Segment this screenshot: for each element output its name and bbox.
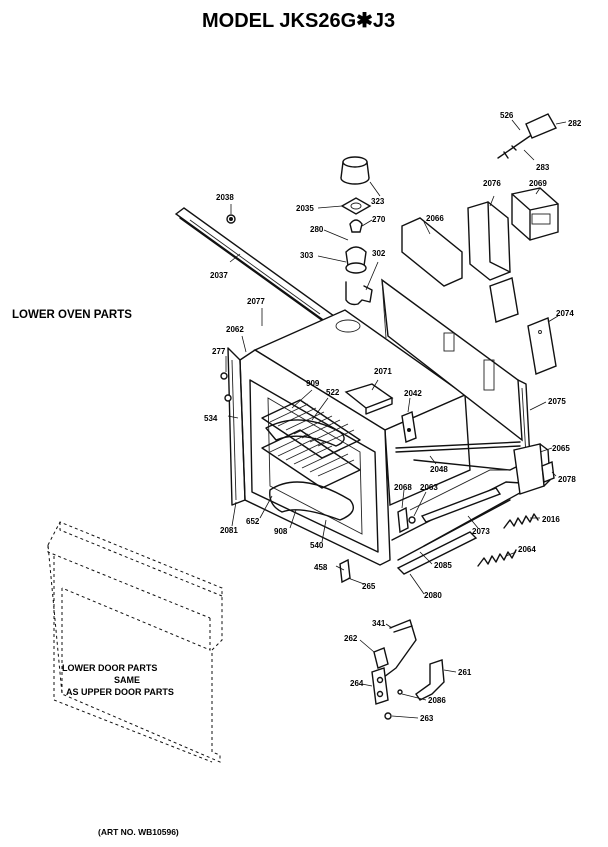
clip-270 bbox=[349, 219, 363, 233]
callout-2066: 2066 bbox=[426, 214, 444, 223]
duct-2076 bbox=[467, 201, 519, 323]
door-note-line-2: SAME bbox=[114, 675, 140, 685]
callout-264: 264 bbox=[350, 679, 364, 688]
latch-lever-341 bbox=[379, 619, 417, 681]
callout-534: 534 bbox=[204, 414, 218, 423]
callout-2062: 2062 bbox=[226, 325, 244, 334]
latch-2068-2063 bbox=[397, 506, 416, 534]
diagram-title: MODEL JKS26G✱J3 bbox=[202, 10, 395, 32]
callout-280: 280 bbox=[310, 225, 324, 234]
callout-341: 341 bbox=[372, 619, 386, 628]
channel-2073 bbox=[420, 487, 502, 523]
door-note-line-1: LOWER DOOR PARTS bbox=[62, 663, 157, 673]
callout-2064: 2064 bbox=[518, 545, 536, 554]
callout-2073: 2073 bbox=[472, 527, 490, 536]
bake-element-540 bbox=[269, 481, 354, 521]
clip-265 bbox=[339, 558, 351, 584]
spring-2016 bbox=[503, 513, 539, 529]
callout-265: 265 bbox=[362, 582, 376, 591]
sensor-280-303 bbox=[345, 246, 367, 274]
callout-277: 277 bbox=[212, 347, 226, 356]
door-note-line-3: AS UPPER DOOR PARTS bbox=[66, 687, 174, 697]
callout-2076: 2076 bbox=[483, 179, 501, 188]
vent-cap-323 bbox=[340, 156, 370, 185]
callout-2065: 2065 bbox=[552, 444, 570, 453]
latch-body-262-264 bbox=[371, 647, 389, 705]
lower-door-panel bbox=[47, 521, 223, 763]
callout-2063: 2063 bbox=[420, 483, 438, 492]
callout-2068: 2068 bbox=[394, 483, 412, 492]
screw-263 bbox=[384, 689, 403, 720]
section-label: LOWER OVEN PARTS bbox=[12, 309, 132, 321]
bracket-2042 bbox=[401, 411, 417, 443]
callout-2085: 2085 bbox=[434, 561, 452, 570]
callout-323: 323 bbox=[371, 197, 385, 206]
bracket-2069 bbox=[511, 187, 559, 241]
rail-2080 bbox=[396, 531, 478, 575]
callout-2074: 2074 bbox=[556, 309, 574, 318]
callout-2086: 2086 bbox=[428, 696, 446, 705]
callout-2077: 2077 bbox=[247, 297, 265, 306]
screw-2038 bbox=[226, 214, 236, 224]
callout-2080: 2080 bbox=[424, 591, 442, 600]
igniter-282 bbox=[497, 113, 558, 159]
callout-2037: 2037 bbox=[210, 271, 228, 280]
insulation-2066-top bbox=[401, 217, 463, 287]
callout-2071: 2071 bbox=[374, 367, 392, 376]
spring-2064 bbox=[477, 549, 517, 567]
callout-2016: 2016 bbox=[542, 515, 560, 524]
callout-2081: 2081 bbox=[220, 526, 238, 535]
callout-2069: 2069 bbox=[529, 179, 547, 188]
callout-522: 522 bbox=[326, 388, 340, 397]
callout-261: 261 bbox=[458, 668, 472, 677]
latch-261 bbox=[415, 659, 445, 701]
leader-lines bbox=[225, 119, 567, 719]
callout-262: 262 bbox=[344, 634, 358, 643]
callout-2048: 2048 bbox=[430, 465, 448, 474]
oven-rack-lower bbox=[261, 429, 361, 489]
callout-526: 526 bbox=[500, 111, 514, 120]
broil-element-909 bbox=[265, 419, 345, 447]
callout-270: 270 bbox=[372, 215, 386, 224]
callout-283: 283 bbox=[536, 163, 550, 172]
callout-652: 652 bbox=[246, 517, 260, 526]
callout-263: 263 bbox=[420, 714, 434, 723]
callout-909: 909 bbox=[306, 379, 320, 388]
callout-2075: 2075 bbox=[548, 397, 566, 406]
callout-2038: 2038 bbox=[216, 193, 234, 202]
callout-302: 302 bbox=[372, 249, 386, 258]
callout-282: 282 bbox=[568, 119, 582, 128]
callout-2078: 2078 bbox=[558, 475, 576, 484]
art-number: (ART NO. WB10596) bbox=[98, 827, 179, 837]
vent-duct-2071 bbox=[344, 383, 394, 415]
callout-2042: 2042 bbox=[404, 389, 422, 398]
callout-540: 540 bbox=[310, 541, 324, 550]
hinge-2078 bbox=[541, 461, 555, 483]
callout-2035: 2035 bbox=[296, 204, 314, 213]
gasket-2035 bbox=[340, 197, 372, 215]
callout-908: 908 bbox=[274, 527, 288, 536]
back-panel-2066 bbox=[381, 278, 523, 442]
cover-plate-2074 bbox=[527, 317, 557, 375]
callout-303: 303 bbox=[300, 251, 314, 260]
screw-277 bbox=[220, 372, 232, 402]
bracket-302 bbox=[345, 281, 373, 306]
callout-458: 458 bbox=[314, 563, 328, 572]
